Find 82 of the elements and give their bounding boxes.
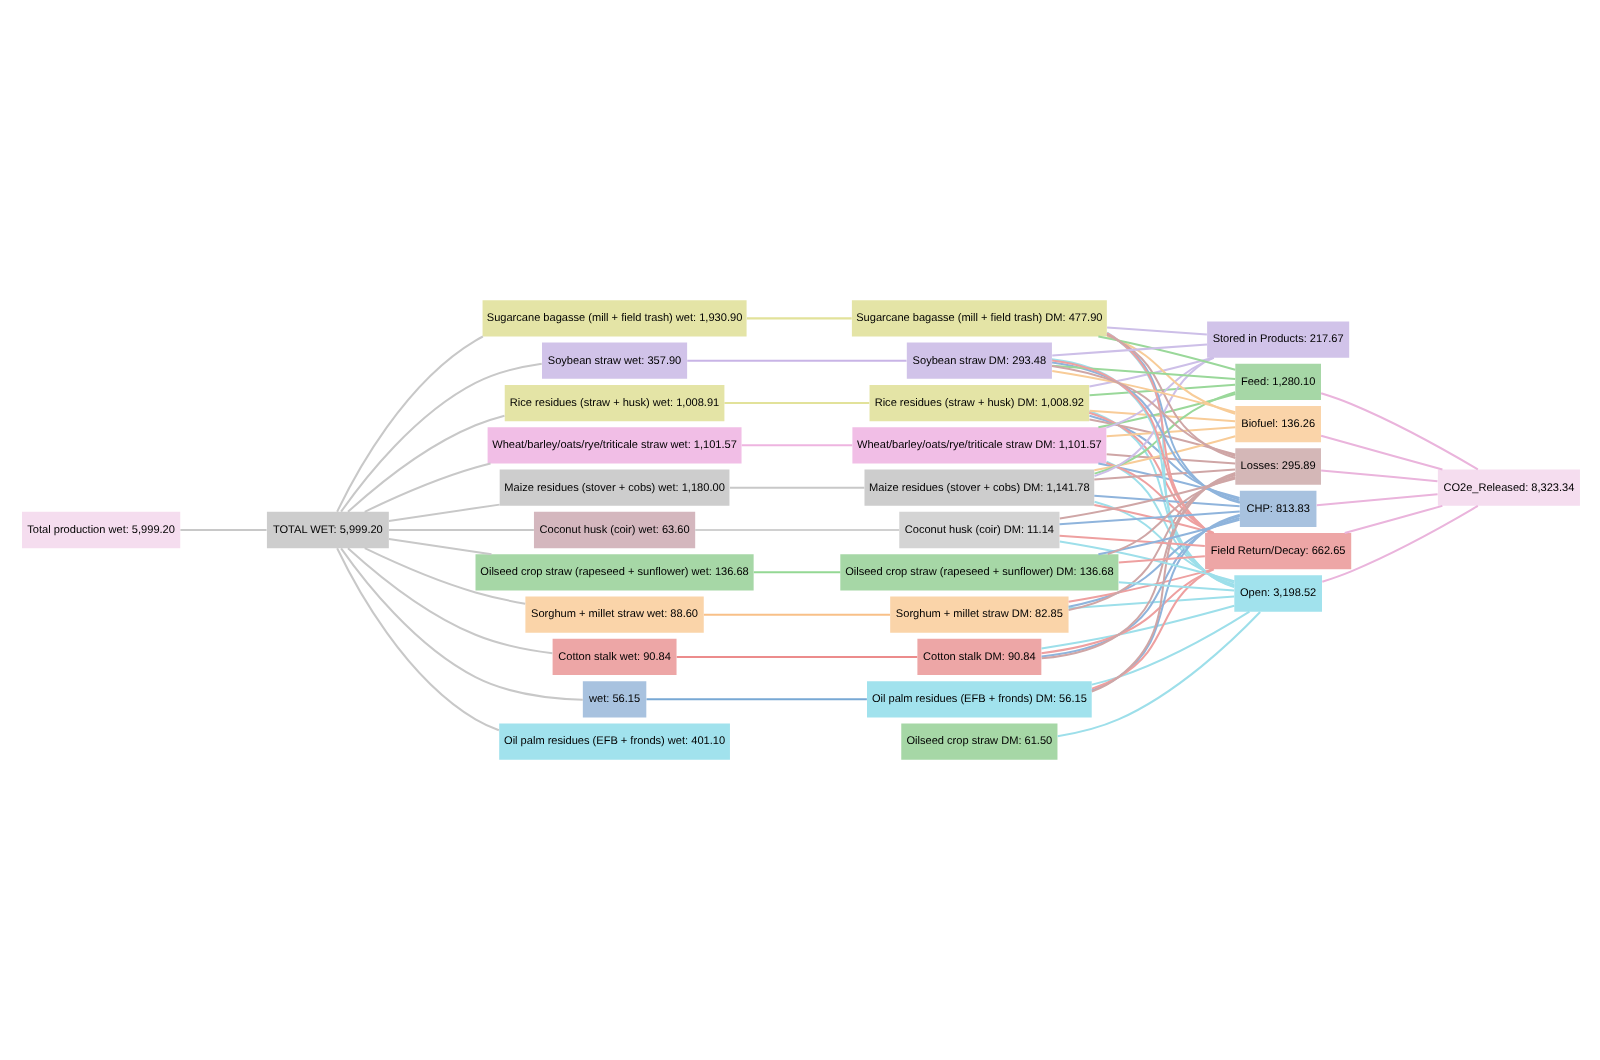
connector xyxy=(1067,474,1235,612)
connector xyxy=(363,547,525,605)
connector xyxy=(346,414,504,513)
connector xyxy=(694,529,899,531)
connector xyxy=(1058,534,1204,547)
connector xyxy=(1088,409,1235,423)
connector xyxy=(1058,510,1239,526)
connector xyxy=(1105,460,1234,586)
connector xyxy=(723,402,869,405)
connector xyxy=(335,335,483,513)
connector xyxy=(1117,555,1204,564)
connector xyxy=(1319,392,1478,471)
connector xyxy=(1058,540,1234,583)
connector xyxy=(1106,476,1235,556)
connector xyxy=(1093,435,1235,472)
connector xyxy=(702,613,889,616)
connector xyxy=(1093,356,1212,478)
connector xyxy=(1067,595,1234,610)
connector xyxy=(1097,392,1235,429)
connector xyxy=(1050,358,1234,588)
connector xyxy=(387,529,533,531)
connector xyxy=(1040,514,1240,658)
connector xyxy=(1088,383,1235,397)
connector xyxy=(1090,568,1212,690)
connector xyxy=(1093,504,1213,534)
connector xyxy=(1117,581,1234,592)
connector xyxy=(1319,434,1442,471)
connector xyxy=(1051,364,1235,380)
connector xyxy=(1093,500,1234,584)
connector xyxy=(387,537,491,556)
connector xyxy=(1105,333,1235,460)
connector xyxy=(1040,472,1235,660)
connector xyxy=(1105,332,1210,534)
connector xyxy=(1067,568,1213,603)
connector xyxy=(1050,361,1240,503)
connector xyxy=(1040,604,1234,650)
connector xyxy=(740,444,852,447)
connector xyxy=(1088,356,1213,388)
connector xyxy=(1040,568,1214,655)
connector xyxy=(1093,391,1235,475)
connector xyxy=(1105,453,1235,465)
connector xyxy=(728,486,864,489)
connector xyxy=(1087,411,1212,534)
connector xyxy=(1320,469,1437,483)
connector xyxy=(1051,343,1207,357)
connector xyxy=(179,529,266,531)
connector xyxy=(1106,326,1206,336)
connector xyxy=(1315,493,1437,507)
connector xyxy=(1088,410,1234,587)
connector xyxy=(1051,359,1211,534)
connector xyxy=(1067,516,1239,608)
connector xyxy=(1105,426,1235,438)
connector xyxy=(339,547,582,701)
connector xyxy=(363,462,490,513)
connector xyxy=(1051,369,1235,414)
connector xyxy=(335,547,499,732)
connector xyxy=(1105,335,1235,415)
connector xyxy=(1056,611,1260,738)
connector xyxy=(1105,462,1214,534)
connector xyxy=(1105,331,1234,589)
connector xyxy=(1343,504,1442,534)
connector xyxy=(1321,505,1478,583)
connector xyxy=(1097,518,1239,556)
connector xyxy=(1088,414,1239,501)
connector xyxy=(1093,494,1239,508)
connector xyxy=(1050,364,1235,457)
connector xyxy=(346,547,552,655)
connector xyxy=(1090,472,1235,693)
connector xyxy=(745,317,851,320)
connector xyxy=(1097,462,1239,499)
connector xyxy=(339,362,541,513)
connector xyxy=(1093,468,1235,481)
connector xyxy=(1097,335,1235,371)
connector xyxy=(1105,356,1214,429)
connector xyxy=(1058,477,1235,520)
connector xyxy=(1088,418,1235,456)
connector xyxy=(686,359,906,362)
connector xyxy=(645,698,866,701)
connector xyxy=(1090,610,1249,686)
connector xyxy=(752,571,840,574)
connector xyxy=(387,503,499,523)
connector xyxy=(675,655,917,658)
